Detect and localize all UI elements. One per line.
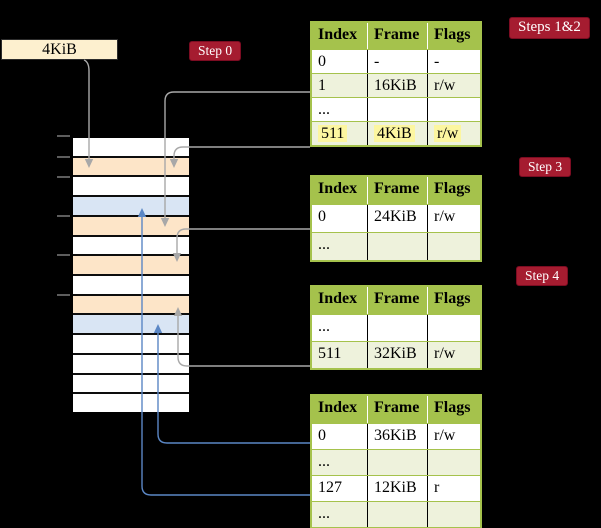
table-cell: 511 <box>318 345 342 362</box>
table-row-highlighted: 511 4KiB r/w <box>312 121 480 145</box>
table-row: 127 12KiB r <box>312 475 480 501</box>
table-cell: 0 <box>318 208 326 225</box>
memory-frame-row <box>73 236 189 257</box>
table-cell <box>427 233 480 260</box>
table-cell: r/w <box>427 342 480 368</box>
col-header-flags: Flags <box>427 177 480 204</box>
col-header-index: Index <box>318 399 358 416</box>
highlighted-value: r/w <box>434 125 462 142</box>
memory-frame-row <box>73 335 189 355</box>
table-cell: 511 <box>312 122 367 145</box>
badge-step-0: Step 0 <box>189 41 242 61</box>
memory-frame-row <box>73 157 189 178</box>
table-row: 1 16KiB r/w <box>312 73 480 97</box>
table-cell <box>367 502 427 527</box>
table-row: ... <box>312 314 480 341</box>
table-cell: 1 <box>318 77 326 94</box>
table-cell <box>427 98 480 121</box>
table-row: 511 32KiB r/w <box>312 341 480 368</box>
memory-frame-row <box>73 394 189 413</box>
table-cell: 32KiB <box>367 342 427 368</box>
col-header-index: Index <box>318 290 358 307</box>
memory-frame-row <box>73 374 189 395</box>
badge-step-3: Step 3 <box>519 157 572 177</box>
table-cell <box>367 315 427 341</box>
table-cell <box>427 315 480 341</box>
table-row: ... <box>312 449 480 475</box>
table-cell: ... <box>318 101 330 118</box>
table-cell: 24KiB <box>367 205 427 232</box>
table-header-row: Index Frame Flags <box>312 177 480 204</box>
table-cell: - <box>427 50 480 73</box>
col-header-flags: Flags <box>427 396 480 423</box>
table-header-row: Index Frame Flags <box>312 23 480 49</box>
memory-frame-row <box>73 197 189 217</box>
table-cell: ... <box>318 318 330 335</box>
table-cell: r/w <box>427 424 480 449</box>
frame-4kib-label: 4KiB <box>1 39 118 60</box>
memory-frame-row <box>73 295 189 316</box>
table-cell: r/w <box>427 74 480 97</box>
table-cell: ... <box>318 236 330 253</box>
highlighted-value: 511 <box>318 125 348 142</box>
memory-frame-row <box>73 177 189 198</box>
col-header-frame: Frame <box>367 396 427 423</box>
table-cell: - <box>367 50 427 73</box>
table-cell <box>367 450 427 475</box>
arrow-entry0-to-24kib-frame <box>172 228 310 262</box>
table-cell: 36KiB <box>367 424 427 449</box>
table-cell <box>427 502 480 527</box>
col-header-frame: Frame <box>367 23 427 49</box>
physical-memory-column <box>71 136 191 414</box>
table-cell <box>367 98 427 121</box>
table-cell: 16KiB <box>367 74 427 97</box>
memory-frame-row <box>73 276 189 296</box>
table-header-row: Index Frame Flags <box>312 396 480 423</box>
badge-steps-1-2: Steps 1&2 <box>509 17 590 39</box>
memory-frame-row <box>73 216 189 237</box>
page-table-steps-1-2: Index Frame Flags 0 - - 1 16KiB r/w ... … <box>310 21 482 147</box>
table-cell: r <box>427 476 480 501</box>
page-table-step-3: Index Frame Flags 0 24KiB r/w ... <box>310 175 482 262</box>
page-table-step-4: Index Frame Flags ... 511 32KiB r/w <box>310 285 482 370</box>
table-row: ... <box>312 97 480 121</box>
col-header-flags: Flags <box>427 23 480 49</box>
table-cell: 127 <box>318 479 342 496</box>
memory-frame-row <box>73 354 189 375</box>
table-row: 0 24KiB r/w <box>312 204 480 232</box>
table-row: 0 36KiB r/w <box>312 423 480 449</box>
col-header-frame: Frame <box>367 287 427 314</box>
table-header-row: Index Frame Flags <box>312 287 480 314</box>
memory-tick-marks <box>57 135 70 296</box>
memory-frame-row <box>73 256 189 277</box>
table-cell: ... <box>318 505 330 522</box>
table-cell: ... <box>318 453 330 470</box>
col-header-index: Index <box>318 26 358 43</box>
table-cell: r/w <box>427 205 480 232</box>
table-cell <box>367 233 427 260</box>
highlighted-value: 4KiB <box>374 125 415 142</box>
table-row: ... <box>312 501 480 527</box>
table-cell: 4KiB <box>367 122 427 145</box>
table-row: ... <box>312 232 480 260</box>
page-table-bottom: Index Frame Flags 0 36KiB r/w ... 127 12… <box>310 394 482 528</box>
col-header-index: Index <box>318 180 358 197</box>
memory-frame-row <box>73 138 189 158</box>
table-cell: 0 <box>318 53 326 70</box>
arrow-entry511-to-4kib-frame <box>169 146 310 168</box>
table-row: 0 - - <box>312 49 480 73</box>
table-cell: r/w <box>427 122 480 145</box>
col-header-frame: Frame <box>367 177 427 204</box>
arrow-entry511-to-32kib-frame <box>173 307 310 367</box>
col-header-flags: Flags <box>427 287 480 314</box>
badge-step-4: Step 4 <box>516 266 569 286</box>
table-cell: 12KiB <box>367 476 427 501</box>
memory-frame-row <box>73 315 189 336</box>
table-cell: 0 <box>318 427 326 444</box>
table-cell <box>427 450 480 475</box>
